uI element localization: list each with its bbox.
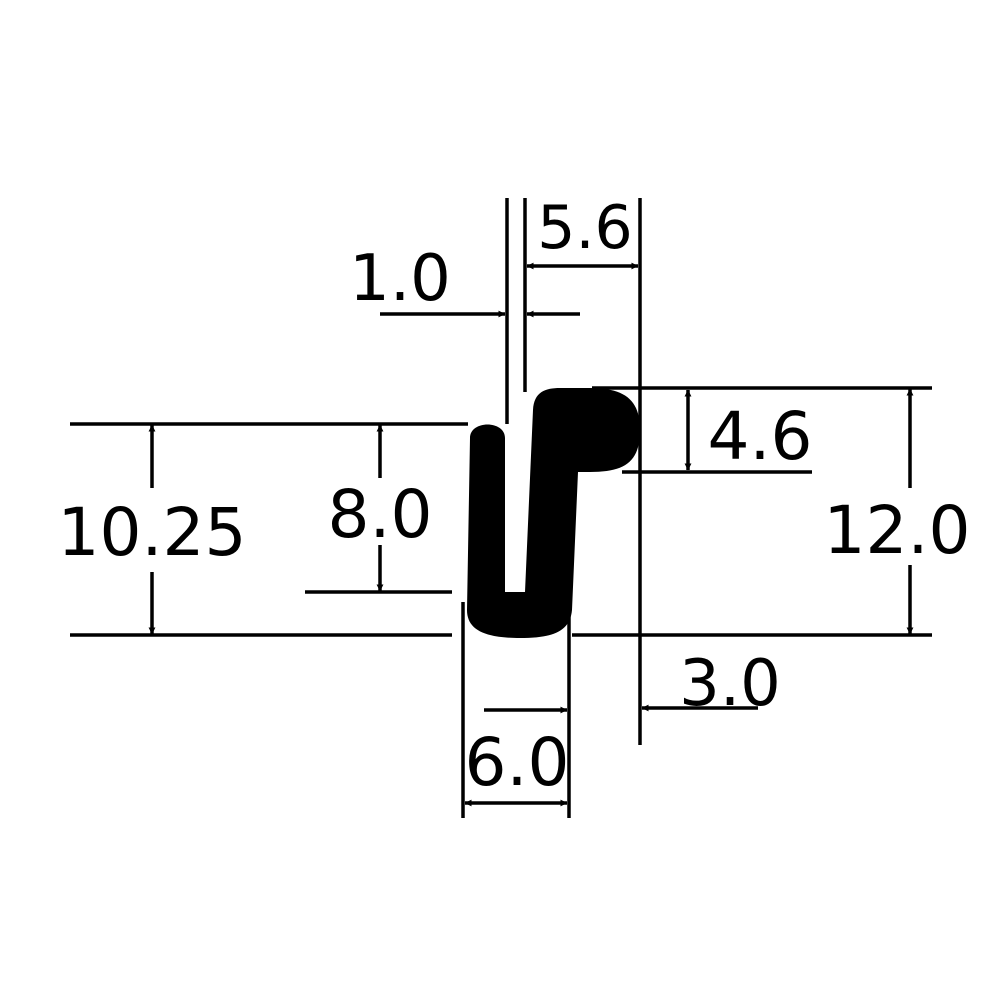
dim-label-lip-width: 5.6 [537,193,632,263]
dim-label-slot-width: 1.0 [349,242,451,316]
dim-label-slot-depth: 8.0 [328,476,433,553]
dim-label-overall-left-height: 10.25 [58,494,247,571]
seal-profile-shape [467,388,640,638]
dim-label-overall-height: 12.0 [824,492,971,569]
dim-label-lip-offset: 3.0 [679,647,781,721]
dim-label-lip-thickness: 4.6 [708,398,813,475]
dim-label-base-width: 6.0 [465,724,570,801]
